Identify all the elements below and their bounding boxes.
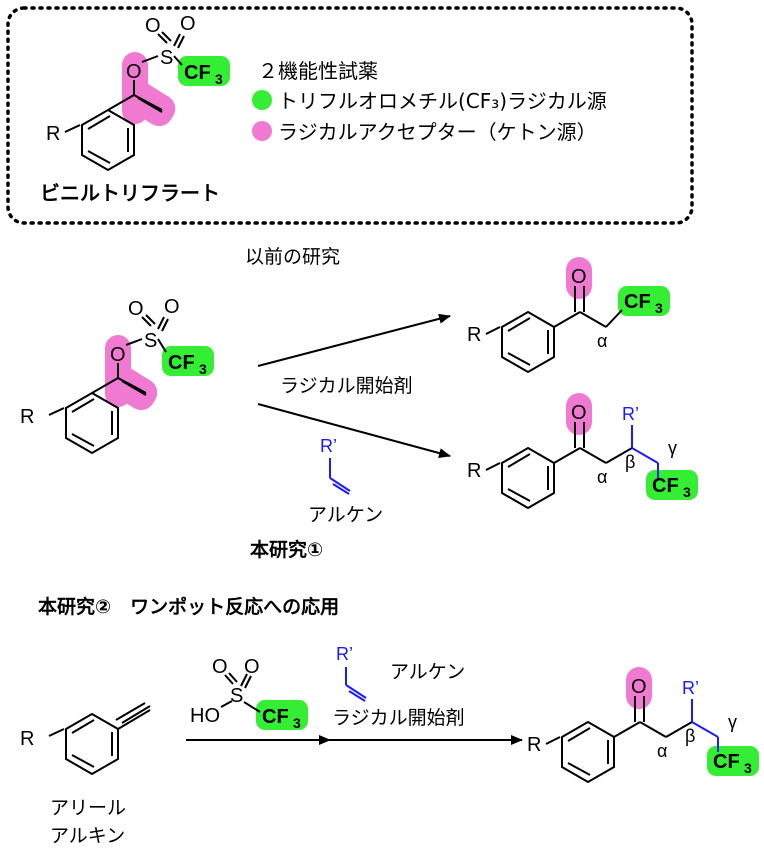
reagent-name: ビニルトリフラート <box>40 181 220 205</box>
bond-lines <box>545 696 693 784</box>
atom-label: O <box>126 61 142 83</box>
atom-label: R <box>467 324 481 346</box>
legend-pink-text: ラジカルアクセプター（ケトン源） <box>278 120 597 144</box>
atom-label: R <box>20 728 34 750</box>
green-highlight-cf3 <box>256 700 308 730</box>
product-onepot: O R’ CF 3 α β γ R <box>527 667 759 784</box>
atom-label: O <box>180 13 196 35</box>
atom-label: O <box>212 656 228 678</box>
atom-label: β <box>625 452 635 472</box>
atom-label: 3 <box>199 361 207 377</box>
product-upper: O CF 3 α R <box>467 257 670 374</box>
atom-label: O <box>244 656 260 678</box>
aryl-alkyne-structure: R <box>20 702 151 776</box>
atom-label: CF <box>652 475 679 497</box>
atom-label: R <box>46 123 60 145</box>
bond-lines <box>485 286 623 374</box>
triflic-acid-structure: S O O HO CF 3 <box>190 656 308 731</box>
atom-label: R <box>467 460 481 482</box>
green-highlight-cf3 <box>707 746 759 776</box>
atom-label: R <box>20 406 34 428</box>
previous-title: 以前の研究 <box>245 246 340 268</box>
alkene-label-lower: アルケン <box>390 661 465 683</box>
this-work-1-caption: 本研究① <box>250 538 323 561</box>
atom-label: O <box>571 402 587 424</box>
atom-label: 3 <box>683 484 691 500</box>
atom-label: S <box>144 330 157 352</box>
pink-highlight <box>626 667 652 709</box>
legend-green-text: トリフルオロメチル(CF₃)ラジカル源 <box>278 89 607 113</box>
aryl-alkyne-label-2: アルキン <box>50 825 125 847</box>
green-highlight-cf3 <box>618 286 670 316</box>
atom-label: O <box>110 344 126 366</box>
bond-lines <box>64 31 185 172</box>
atom-label: R’ <box>320 436 337 456</box>
atom-label: R’ <box>336 644 353 664</box>
reaction-arrow-upper <box>257 313 451 367</box>
bond-lines <box>691 699 719 752</box>
atom-label: α <box>657 741 667 761</box>
atom-label: γ <box>668 438 677 458</box>
product-lower: O R’ CF 3 α β γ R <box>467 393 698 510</box>
atom-label: 3 <box>655 300 663 316</box>
bond-lines <box>220 672 261 713</box>
atom-label: α <box>597 331 607 351</box>
atom-label: CF <box>713 751 740 773</box>
reaction-arrow-lower <box>257 403 451 458</box>
green-legend-dot <box>252 90 272 110</box>
atom-label: CF <box>624 291 651 313</box>
alkene-reagent-lower <box>345 667 367 702</box>
vinyl-triflate-structure-box: O S O O CF 3 R <box>46 13 230 172</box>
pink-highlight <box>106 365 158 411</box>
alkene-label: アルケン <box>308 504 383 526</box>
atom-label: R <box>527 734 541 756</box>
initiator-label-lower: ラジカル開始剤 <box>332 707 465 729</box>
pink-highlight <box>566 393 592 435</box>
atom-label: 3 <box>293 715 301 731</box>
green-highlight-cf3 <box>178 56 230 86</box>
atom-label: O <box>164 296 180 318</box>
pink-highlight <box>566 257 592 299</box>
atom-label: R’ <box>682 678 699 698</box>
atom-label: O <box>145 15 161 37</box>
onepot-title: 本研究② ワンポット反応への応用 <box>38 595 339 618</box>
atom-label: HO <box>190 705 220 727</box>
bond-lines <box>48 702 151 776</box>
bond-lines <box>631 425 659 478</box>
vinyl-triflate-structure-middle: O S O O CF 3 R <box>20 296 214 455</box>
bond-lines <box>48 314 169 455</box>
atom-label: α <box>597 467 607 487</box>
atom-label: CF <box>168 352 195 374</box>
initiator-label: ラジカル開始剤 <box>280 375 413 397</box>
atom-label: 3 <box>215 71 223 87</box>
atom-label: O <box>128 298 144 320</box>
atom-label: O <box>631 676 647 698</box>
atom-label: β <box>685 726 695 746</box>
bond-lines <box>485 422 633 510</box>
atom-label: S <box>230 685 243 707</box>
atom-label: 3 <box>744 760 752 776</box>
box-title: ２機能性試薬 <box>258 59 378 83</box>
pink-legend-dot <box>252 121 272 141</box>
definition-box <box>6 6 694 225</box>
atom-label: γ <box>728 712 737 732</box>
alkene-reagent-middle <box>329 458 351 495</box>
atom-label: O <box>571 266 587 288</box>
atom-label: S <box>160 47 173 69</box>
atom-label: R’ <box>622 404 639 424</box>
green-highlight-cf3 <box>162 346 214 376</box>
atom-label: CF <box>184 62 211 84</box>
aryl-alkyne-label-1: アリール <box>50 797 126 819</box>
atom-label: CF <box>262 706 289 728</box>
